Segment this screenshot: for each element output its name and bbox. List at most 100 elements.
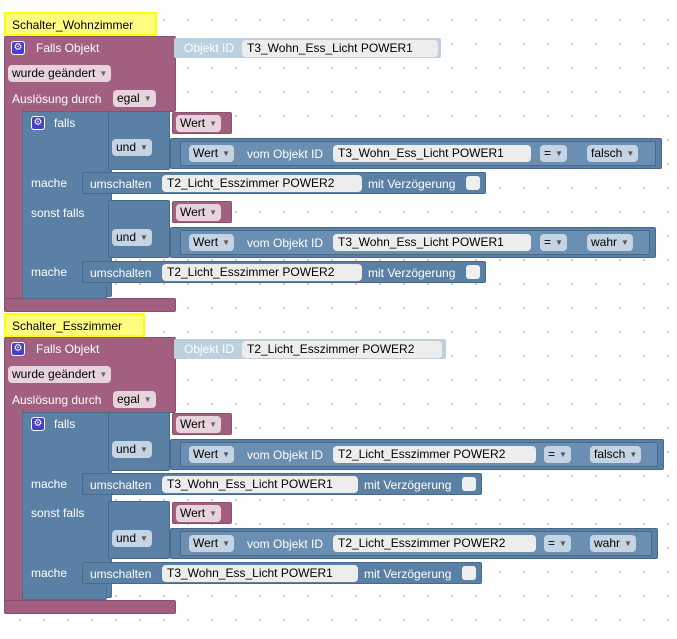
toggle-label: umschalten [90,567,152,581]
wert-block[interactable]: Wert▼ [172,413,232,435]
trigger-by-label: Auslösung durch [12,92,102,106]
delay-checkbox[interactable] [462,566,476,580]
wert-block[interactable]: Wert▼ [172,112,232,134]
object-id-label: Objekt ID [184,342,235,356]
chevron-down-icon: ▼ [621,238,629,247]
bool-value-dropdown[interactable]: wahr▼ [590,535,636,552]
condition-object-field[interactable]: T3_Wohn_Ess_Licht POWER1 [333,234,531,251]
gear-icon[interactable]: ⚙ [11,41,25,55]
if-block-1-bottom [22,285,107,299]
condition-object-field[interactable]: T3_Wohn_Ess_Licht POWER1 [333,145,531,162]
do-label: mache [31,176,68,190]
gear-icon[interactable]: ⚙ [31,417,45,431]
delay-checkbox[interactable] [462,477,476,491]
comment-schalter-wohnzimmer[interactable]: Schalter_Wohnzimmer [4,12,157,36]
toggle-object-field[interactable]: T2_Licht_Esszimmer POWER2 [162,175,362,192]
chevron-down-icon: ▼ [143,94,152,103]
condition-object-field[interactable]: T2_Licht_Esszimmer POWER2 [333,535,536,552]
chevron-down-icon: ▼ [209,509,218,518]
chevron-down-icon: ▼ [222,450,231,459]
chevron-down-icon: ▼ [559,539,567,548]
condition-object-field[interactable]: T2_Licht_Esszimmer POWER2 [333,446,536,463]
equals-dropdown[interactable]: =▼ [544,535,571,552]
delay-label: mit Verzögerung [364,478,452,492]
equals-dropdown[interactable]: =▼ [540,234,567,251]
toggle-object-field[interactable]: T2_Licht_Esszimmer POWER2 [162,264,362,281]
chevron-down-icon: ▼ [143,395,152,404]
event-block-1-bottom [4,298,176,312]
do-label: mache [31,477,68,491]
wert-block[interactable]: Wert▼ [172,201,232,223]
and-operator-dropdown[interactable]: und▼ [112,441,152,458]
chevron-down-icon: ▼ [140,445,148,454]
chevron-down-icon: ▼ [140,143,148,152]
chevron-down-icon: ▼ [629,450,638,459]
wert-value-dropdown[interactable]: Wert▼ [189,446,235,463]
gear-icon[interactable]: ⚙ [11,342,25,356]
trigger-by-dropdown[interactable]: egal▼ [113,391,156,408]
if-label: falls [54,116,76,130]
wert-dropdown[interactable]: Wert▼ [176,505,222,522]
chevron-down-icon: ▼ [626,149,635,158]
wert-dropdown[interactable]: Wert▼ [176,115,222,132]
delay-label: mit Verzögerung [364,567,452,581]
event-block-2-bottom [4,600,176,614]
wert-value-dropdown[interactable]: Wert▼ [189,234,235,251]
comment-text: Schalter_Wohnzimmer [12,18,134,32]
comment-text: Schalter_Esszimmer [12,319,123,333]
delay-checkbox[interactable] [466,176,480,190]
bool-value-dropdown[interactable]: wahr▼ [587,234,633,251]
event-block-2-body [4,409,24,605]
trigger-by-label: Auslösung durch [12,393,102,407]
and-operator-dropdown[interactable]: und▼ [112,229,152,246]
trigger-label: Falls Objekt [36,342,100,356]
do-label: mache [31,566,68,580]
toggle-object-field[interactable]: T3_Wohn_Ess_Licht POWER1 [162,476,358,493]
chevron-down-icon: ▼ [555,238,563,247]
changed-dropdown[interactable]: wurde geändert▼ [8,366,112,383]
equals-dropdown[interactable]: =▼ [540,145,567,162]
chevron-down-icon: ▼ [555,149,563,158]
wert-value-dropdown[interactable]: Wert▼ [189,145,235,162]
object-id-field[interactable]: T2_Licht_Esszimmer POWER2 [242,341,442,358]
chevron-down-icon: ▼ [222,539,231,548]
if-label: falls [54,417,76,431]
chevron-down-icon: ▼ [222,238,231,247]
equals-dropdown[interactable]: =▼ [544,446,571,463]
chevron-down-icon: ▼ [99,69,108,78]
and-operator-dropdown[interactable]: und▼ [112,139,152,156]
toggle-object-field[interactable]: T3_Wohn_Ess_Licht POWER1 [162,565,358,582]
do-label: mache [31,265,68,279]
wert-dropdown[interactable]: Wert▼ [176,416,222,433]
vom-objekt-label: vom Objekt ID [247,147,324,161]
delay-label: mit Verzögerung [368,177,456,191]
wert-dropdown[interactable]: Wert▼ [176,204,222,221]
toggle-label: umschalten [90,177,152,191]
and-operator-dropdown[interactable]: und▼ [112,530,152,547]
chevron-down-icon: ▼ [559,450,567,459]
elseif-label: sonst falls [31,506,85,520]
object-id-block[interactable]: Objekt ID T3_Wohn_Ess_Licht POWER1 [174,38,441,58]
changed-dropdown[interactable]: wurde geändert▼ [8,65,112,82]
toggle-label: umschalten [90,266,152,280]
comment-schalter-esszimmer[interactable]: Schalter_Esszimmer [4,313,145,337]
elseif-label: sonst falls [31,206,85,220]
delay-checkbox[interactable] [466,265,480,279]
trigger-by-dropdown[interactable]: egal▼ [113,90,156,107]
object-id-field[interactable]: T3_Wohn_Ess_Licht POWER1 [242,40,438,57]
chevron-down-icon: ▼ [99,370,108,379]
delay-label: mit Verzögerung [368,266,456,280]
vom-objekt-label: vom Objekt ID [247,537,324,551]
trigger-label: Falls Objekt [36,41,100,55]
chevron-down-icon: ▼ [624,539,632,548]
chevron-down-icon: ▼ [140,233,148,242]
vom-objekt-label: vom Objekt ID [247,236,324,250]
chevron-down-icon: ▼ [222,149,231,158]
bool-value-dropdown[interactable]: falsch▼ [590,446,642,463]
wert-value-dropdown[interactable]: Wert▼ [189,535,235,552]
wert-block[interactable]: Wert▼ [172,502,232,524]
object-id-block[interactable]: Objekt ID T2_Licht_Esszimmer POWER2 [174,339,446,359]
gear-icon[interactable]: ⚙ [31,116,45,130]
bool-value-dropdown[interactable]: falsch▼ [587,145,639,162]
vom-objekt-label: vom Objekt ID [247,448,324,462]
